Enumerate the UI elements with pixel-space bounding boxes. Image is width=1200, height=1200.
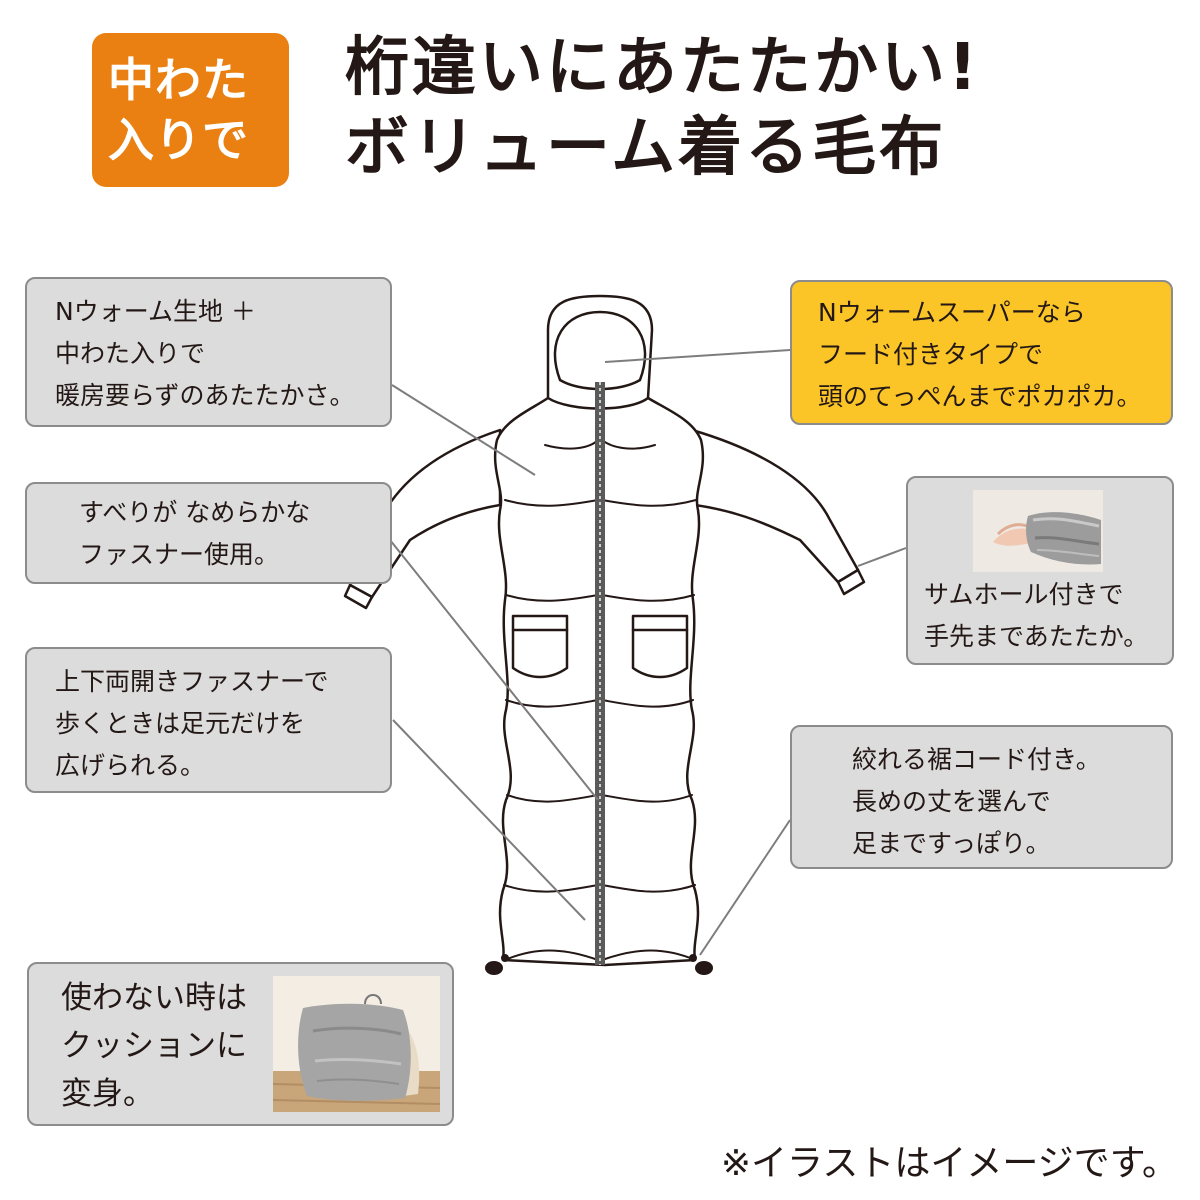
callout-cord-line-3: 足まですっぽり。 [852, 829, 1051, 858]
headline: 桁違いにあたたかい! ボリューム着る毛布 [345, 28, 980, 188]
callout-hem-cord: 絞れる裾コード付き。 長めの丈を選んで 足まですっぽり。 [790, 725, 1173, 869]
right-pocket [631, 614, 689, 679]
leader-zipper [389, 539, 599, 801]
callout-cord-line-1: 絞れる裾コード付き。 [852, 745, 1101, 774]
callout-cushion-line-1: 使わない時は [61, 980, 247, 1016]
thumbhole-hand-photo [973, 490, 1103, 572]
callout-fabric: Nウォーム生地 ＋ 中わた入りで 暖房要らずのあたたかさ。 [25, 277, 392, 427]
badge-line-2: 入りで [108, 113, 249, 167]
callout-two-way-line-1: 上下両開きファスナーで [55, 667, 329, 696]
right-cuff [836, 568, 866, 596]
hood-opening [553, 310, 647, 391]
headline-line-1: 桁違いにあたたかい! [345, 31, 981, 105]
callout-thumb-line-1: サムホール付きで [924, 580, 1124, 609]
cushion-photo [273, 976, 440, 1112]
callout-hood: Nウォームスーパーなら フード付きタイプで 頭のてっぺんまでポカポカ。 [790, 280, 1173, 425]
callout-zipper: すべりが なめらかな ファスナー使用。 [25, 482, 392, 584]
badge-line-1: 中わた [108, 53, 249, 107]
illustration-note: ※イラストはイメージです。 [720, 1143, 1178, 1184]
callout-two-way-line-3: 広げられる。 [55, 751, 206, 780]
callout-thumb-line-2: 手先まであたたか。 [924, 622, 1149, 651]
left-cuff [343, 583, 374, 610]
left-cord-stopper [485, 961, 503, 975]
callout-zipper-line-2: ファスナー使用。 [79, 540, 280, 569]
leader-cord [699, 819, 791, 956]
headline-line-2: ボリューム着る毛布 [345, 111, 947, 185]
callout-cushion-line-3: 変身。 [61, 1076, 154, 1112]
zipper [595, 382, 605, 965]
callout-zipper-line-1: すべりが なめらかな [79, 498, 311, 527]
leader-two-way [392, 719, 586, 921]
callout-two-way-line-2: 歩くときは足元だけを [55, 709, 306, 738]
leader-fabric [391, 384, 536, 476]
leader-thumb [857, 547, 907, 567]
left-pocket [511, 614, 569, 679]
callout-hood-line-1: Nウォームスーパーなら [818, 298, 1086, 327]
callout-two-way-zipper: 上下両開きファスナーで 歩くときは足元だけを 広げられる。 [25, 647, 392, 793]
right-cord-stopper [695, 961, 713, 975]
callout-cushion-line-2: クッションに [61, 1028, 247, 1064]
leader-hood [604, 349, 791, 363]
callout-cord-line-2: 長めの丈を選んで [852, 787, 1051, 816]
callout-hood-line-3: 頭のてっぺんまでポカポカ。 [818, 382, 1142, 411]
callout-fabric-line-3: 暖房要らずのあたたかさ。 [55, 381, 355, 410]
feature-badge: 中わた 入りで [92, 33, 289, 187]
callout-hood-line-2: フード付きタイプで [818, 340, 1044, 369]
callout-fabric-line-2: 中わた入りで [55, 339, 206, 368]
right-sleeve [690, 428, 860, 584]
callout-fabric-line-1: Nウォーム生地 ＋ [55, 297, 256, 326]
